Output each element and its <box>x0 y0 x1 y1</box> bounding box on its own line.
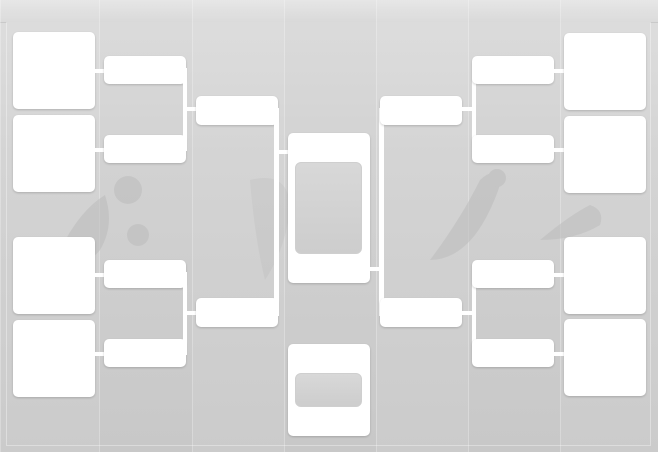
bracket-slot-qf-left-1[interactable] <box>104 56 186 84</box>
bracket-slot-r16-left-3[interactable] <box>13 237 95 314</box>
bracket-slot-final[interactable] <box>288 133 370 283</box>
connector-line <box>472 272 476 355</box>
bracket-slot-r16-right-1[interactable] <box>564 33 646 110</box>
bracket-slot-r16-right-2[interactable] <box>564 116 646 193</box>
connector-line <box>186 311 198 315</box>
connector-line <box>274 108 279 316</box>
bracket-slot-r16-left-4[interactable] <box>13 320 95 397</box>
column-stripe <box>192 0 285 452</box>
bracket-slot-qf-right-3[interactable] <box>472 260 554 288</box>
connector-line <box>379 108 384 316</box>
bracket-slot-r16-right-4[interactable] <box>564 319 646 396</box>
connector-line <box>183 272 187 355</box>
connector-line <box>553 148 566 152</box>
final-trophy-panel <box>295 162 362 254</box>
connector-line <box>472 68 476 151</box>
third-place-panel <box>295 373 362 407</box>
connector-line <box>553 273 566 277</box>
connector-line <box>95 69 105 73</box>
bracket-slot-qf-left-4[interactable] <box>104 339 186 367</box>
bracket-slot-qf-left-3[interactable] <box>104 260 186 288</box>
connector-line <box>553 69 566 73</box>
bracket-slot-r16-left-1[interactable] <box>13 32 95 109</box>
bracket-slot-third-place[interactable] <box>288 344 370 436</box>
connector-line <box>278 150 290 154</box>
bracket-slot-qf-right-1[interactable] <box>472 56 554 84</box>
connector-line <box>95 148 105 152</box>
bracket-frame <box>6 22 651 446</box>
bracket-slot-qf-right-2[interactable] <box>472 135 554 163</box>
bracket-slot-sf-left-1[interactable] <box>196 96 278 125</box>
bracket-slot-r16-left-2[interactable] <box>13 115 95 192</box>
connector-line <box>95 352 105 356</box>
top-bar <box>0 0 658 23</box>
connector-line <box>183 68 187 151</box>
connector-line <box>553 352 566 356</box>
bracket-slot-sf-left-2[interactable] <box>196 298 278 327</box>
column-stripe <box>284 0 377 452</box>
bracket-slot-qf-right-4[interactable] <box>472 339 554 367</box>
bracket-slot-r16-right-3[interactable] <box>564 237 646 314</box>
connector-line <box>95 273 105 277</box>
bracket-slot-qf-left-2[interactable] <box>104 135 186 163</box>
bracket-slot-sf-right-1[interactable] <box>380 96 462 125</box>
connector-line <box>186 107 198 111</box>
bracket-slot-sf-right-2[interactable] <box>380 298 462 327</box>
connector-line <box>462 107 474 111</box>
connector-line <box>462 311 474 315</box>
connector-line <box>370 267 382 271</box>
